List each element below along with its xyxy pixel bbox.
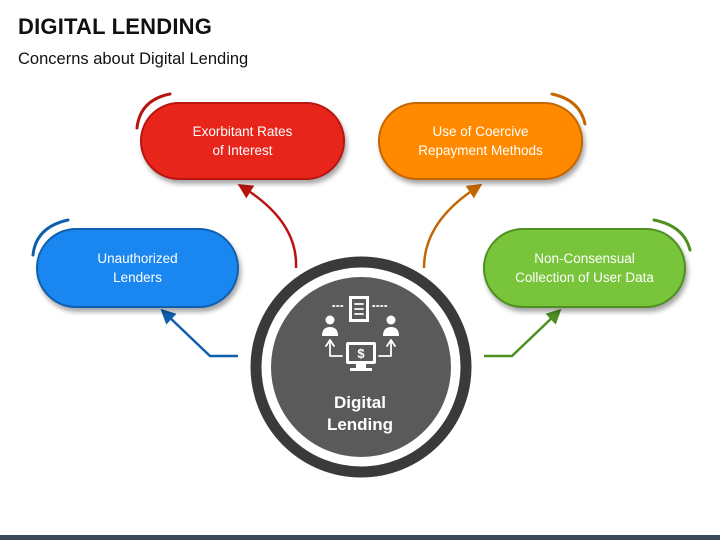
node-non-consensual-data: Non-Consensual Collection of User Data bbox=[483, 228, 686, 308]
node-unauthorized-lenders: Unauthorized Lenders bbox=[36, 228, 239, 308]
accent-arc-red bbox=[135, 92, 172, 130]
dollar-icon: $ bbox=[357, 346, 365, 361]
node-label: Use of Coercive Repayment Methods bbox=[418, 124, 543, 158]
center-label: Digital Lending bbox=[326, 393, 394, 434]
accent-arc-green bbox=[652, 218, 692, 252]
digital-lending-icon bbox=[322, 296, 399, 371]
connector-exorbitant-rates bbox=[237, 184, 298, 269]
connector-coercive-repayment bbox=[422, 183, 483, 269]
node-label: Unauthorized Lenders bbox=[97, 251, 178, 285]
connector-non-consensual-data bbox=[484, 308, 562, 358]
accent-arc-blue bbox=[31, 218, 70, 257]
node-label: Non-Consensual Collection of User Data bbox=[515, 251, 654, 285]
node-exorbitant-rates: Exorbitant Rates of Interest bbox=[140, 102, 345, 180]
node-label: Exorbitant Rates of Interest bbox=[192, 124, 293, 158]
connector-unauthorized-lenders bbox=[160, 308, 238, 358]
slide-title: DIGITAL LENDING bbox=[18, 14, 213, 39]
footer-bar bbox=[0, 535, 720, 540]
slide-subtitle: Concerns about Digital Lending bbox=[18, 50, 249, 68]
node-coercive-repayment: Use of Coercive Repayment Methods bbox=[378, 102, 583, 180]
accent-arc-orange bbox=[550, 92, 587, 126]
